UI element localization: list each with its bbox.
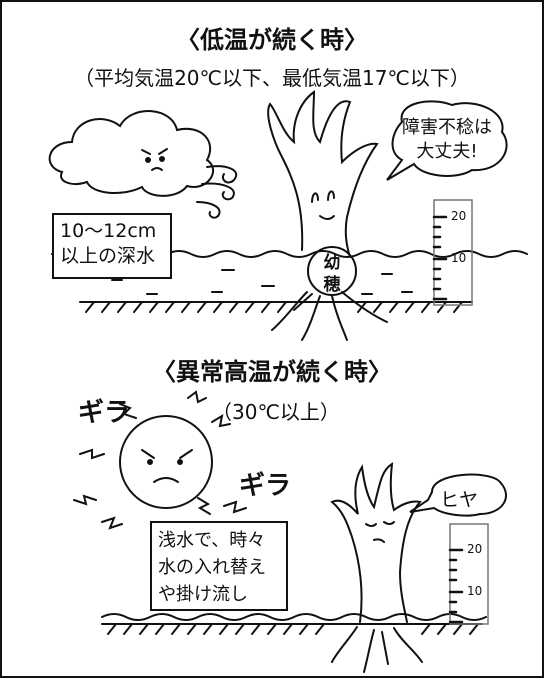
rice-plant-happy <box>267 90 388 341</box>
speech-bubble-low <box>386 100 508 181</box>
shallow-water-line-2: 水の入れ替え <box>158 557 266 578</box>
panicle-label-1: 幼 <box>323 253 341 273</box>
bubble-line-2: 大丈夫! <box>416 141 478 162</box>
high-temp-title: 〈異常高温が続く時〉 <box>152 358 392 386</box>
shallow-water-label: 浅水で、時々 水の入れ替え や掛け流し <box>150 521 288 611</box>
deep-water-label: 10～12cm 以上の深水 <box>52 213 172 279</box>
deep-water-line-2: 以上の深水 <box>60 245 156 267</box>
panicle-circle <box>307 246 357 296</box>
sun-sound-2: ギラ <box>239 471 292 501</box>
low-temp-title: 〈低温が続く時〉 <box>176 26 368 54</box>
water-depth-ruler-low <box>432 199 473 306</box>
ruler-high-10: 10 <box>467 584 483 598</box>
speech-bubble-high <box>409 473 507 517</box>
panicle-label-2: 穂 <box>323 275 341 295</box>
high-temp-bubble-text: ヒヤ <box>439 489 478 511</box>
shallow-water-surface <box>101 613 487 621</box>
ruler-high-20: 20 <box>467 542 483 556</box>
water-depth-ruler-high <box>448 523 489 625</box>
low-temp-condition: （平均気温20℃以下、最低気温17℃以下） <box>74 66 470 90</box>
high-temp-condition: （30℃以上） <box>212 400 340 424</box>
ground-high <box>101 623 483 635</box>
ruler-low-10: 10 <box>451 251 467 265</box>
ruler-low-20: 20 <box>451 209 467 223</box>
sun-sound-1: ギラ <box>78 398 131 428</box>
deep-water-surface <box>166 250 528 258</box>
shallow-water-line-3: や掛け流し <box>158 584 248 605</box>
deep-water-line-1: 10～12cm <box>60 220 157 242</box>
shallow-water-line-1: 浅水で、時々 <box>158 530 266 551</box>
ground-low <box>79 301 473 313</box>
rice-plant-wilting <box>330 462 423 673</box>
low-temp-bubble-text: 障害不稔は 大丈夫! <box>392 116 502 164</box>
cold-wind-cloud <box>48 110 237 219</box>
bubble-line-1: 障害不稔は <box>402 117 492 138</box>
hot-sun <box>73 390 247 530</box>
